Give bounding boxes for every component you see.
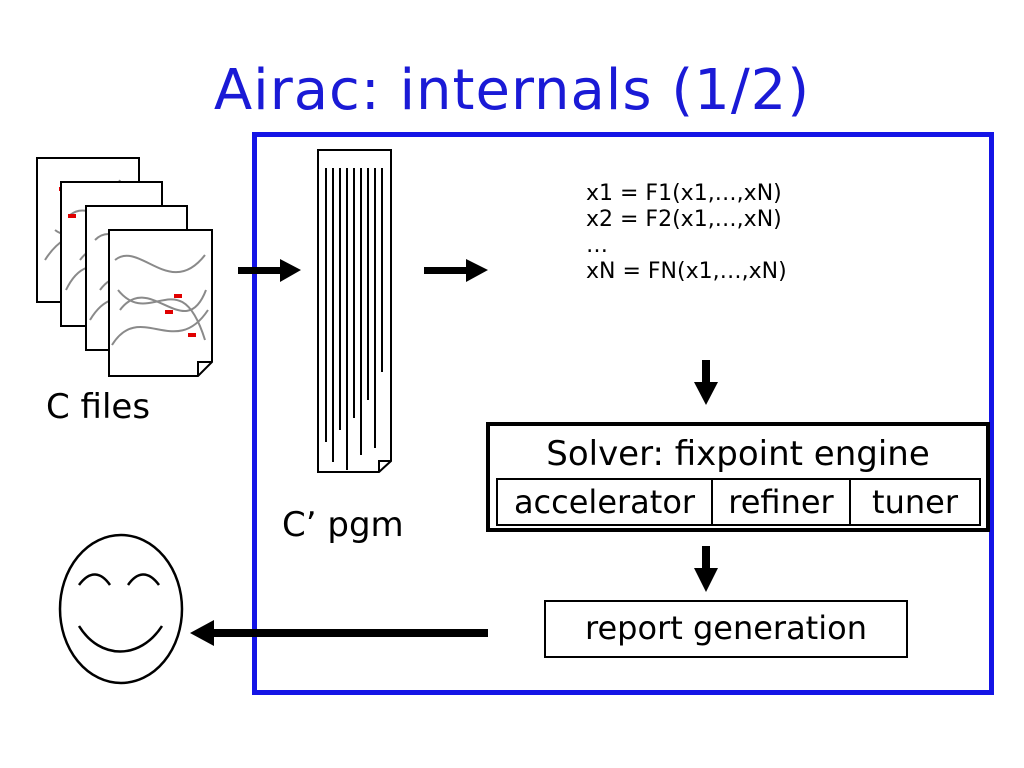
arrow-down-icon <box>694 546 718 592</box>
refiner-box: refiner <box>711 478 851 526</box>
equation-ellipsis: … <box>586 233 608 258</box>
accelerator-box: accelerator <box>496 478 713 526</box>
program-listing-icon <box>317 149 392 473</box>
document-stack-icon <box>36 157 213 377</box>
airac-boundary-frame <box>252 132 994 695</box>
arrow-right-icon <box>238 259 301 282</box>
equation-line: x1 = F1(x1,…,xN) <box>586 181 782 206</box>
equation-line: xN = FN(x1,…,xN) <box>586 259 787 284</box>
equation-system: x1 = F1(x1,…,xN) x2 = F2(x1,…,xN) … xN =… <box>586 181 787 285</box>
arrow-left-icon <box>190 620 488 646</box>
smiley-face-icon <box>58 533 184 685</box>
arrow-right-icon <box>424 259 488 282</box>
report-generation-box: report generation <box>544 600 908 658</box>
solver-title: Solver: fixpoint engine <box>546 434 930 474</box>
c-file-4 <box>108 229 213 377</box>
tuner-box: tuner <box>849 478 981 526</box>
c-prime-program-label: C’ pgm <box>282 505 404 545</box>
c-files-label: C files <box>46 387 151 427</box>
arrow-down-icon <box>694 360 718 405</box>
slide-title: Airac: internals (1/2) <box>213 58 811 123</box>
equation-line: x2 = F2(x1,…,xN) <box>586 207 782 232</box>
